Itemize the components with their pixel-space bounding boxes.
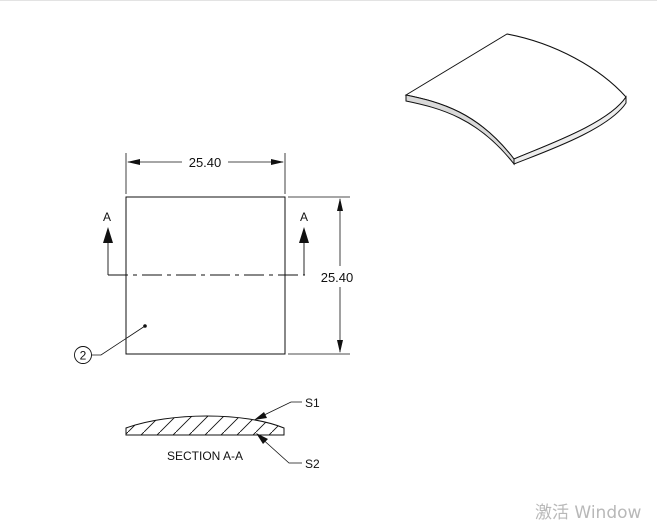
section-title: SECTION A-A: [167, 449, 243, 463]
height-arrow-bottom: [337, 340, 343, 353]
iso-right-edge: [513, 95, 627, 165]
isometric-view: [404, 33, 627, 166]
surface-label-s2: S2: [305, 457, 320, 471]
activation-watermark: 激活 Window: [535, 503, 642, 523]
s1-leader: [257, 401, 302, 419]
section-label-left: A: [103, 210, 111, 224]
width-dimension-text: 25.40: [189, 155, 222, 170]
height-arrow-top: [337, 198, 343, 211]
balloon-leader-dot: [143, 324, 147, 328]
s2-leader: [258, 435, 302, 464]
surface-label-s1: S1: [305, 396, 320, 410]
height-dimension-text: 25.40: [321, 270, 354, 285]
balloon-leader: [91, 325, 146, 356]
s2-arrow: [256, 433, 268, 444]
part-outline: [125, 196, 286, 355]
width-arrow-right: [271, 159, 284, 165]
section-view: S1 S2 SECTION A-A: [125, 396, 320, 471]
section-arrow-right: [299, 227, 309, 243]
iso-top-face: [404, 33, 627, 160]
s1-arrow: [254, 412, 267, 420]
front-view: 25.40 25.40 A A 2: [74, 153, 354, 364]
section-label-right: A: [300, 210, 308, 224]
width-arrow-left: [127, 159, 140, 165]
section-profile: [125, 415, 285, 436]
part-balloon-number: 2: [80, 349, 87, 363]
section-arrow-left: [103, 227, 113, 243]
